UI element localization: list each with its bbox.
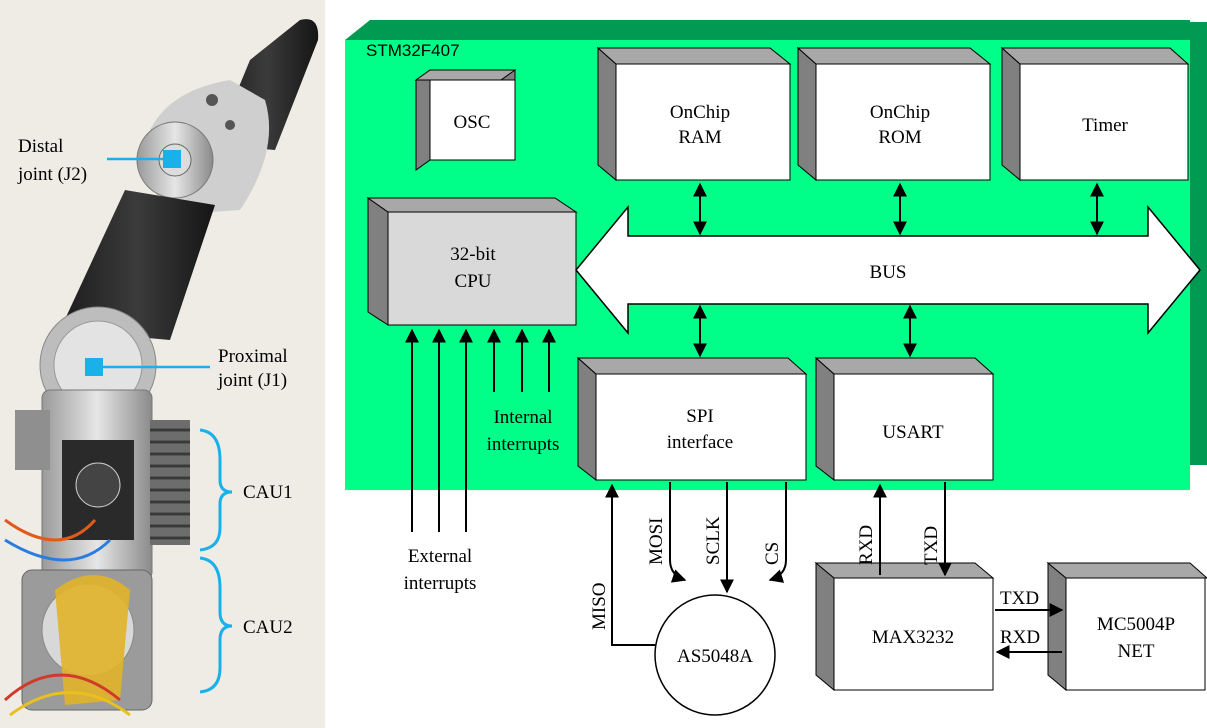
mc5004p-label-line2: NET [1118,641,1155,662]
miso-label: MISO [589,582,610,630]
ram-label-line1: OnChip [670,102,730,123]
mosi-line [670,482,685,580]
mosi-label: MOSI [646,517,667,565]
spi-label-line2: interface [667,432,733,453]
mcu-name: STM32F407 [366,41,460,60]
txd-label: TXD [921,526,942,565]
rxd2-label: RXD [1000,627,1040,648]
osc-label: OSC [454,112,491,133]
internal-interrupts-line2: interrupts [487,434,560,455]
txd2-label: TXD [1000,588,1039,609]
mc5004p-label-line1: MC5004P [1097,614,1175,635]
sclk-label: SCLK [703,516,724,565]
spi-label-line1: SPI [686,406,713,427]
rxd-label: RXD [856,525,877,565]
cs-label: CS [762,542,783,565]
internal-interrupts-line1: Internal [493,407,552,428]
cpu-label-line2: CPU [455,271,492,292]
max3232-label: MAX3232 [872,627,954,648]
external-interrupts-line2: interrupts [404,573,477,594]
as5048a-label: AS5048A [677,646,753,667]
external-interrupts-line1: External [408,546,472,567]
rom-label-line2: ROM [878,127,921,148]
rom-label-line1: OnChip [870,102,930,123]
usart-label: USART [882,422,944,443]
timer-label: Timer [1082,115,1128,136]
bus-label: BUS [870,262,907,283]
cpu-label-line1: 32-bit [450,244,496,265]
ram-label-line2: RAM [678,127,721,148]
timer-block [1002,48,1188,180]
usart-block [816,358,993,480]
